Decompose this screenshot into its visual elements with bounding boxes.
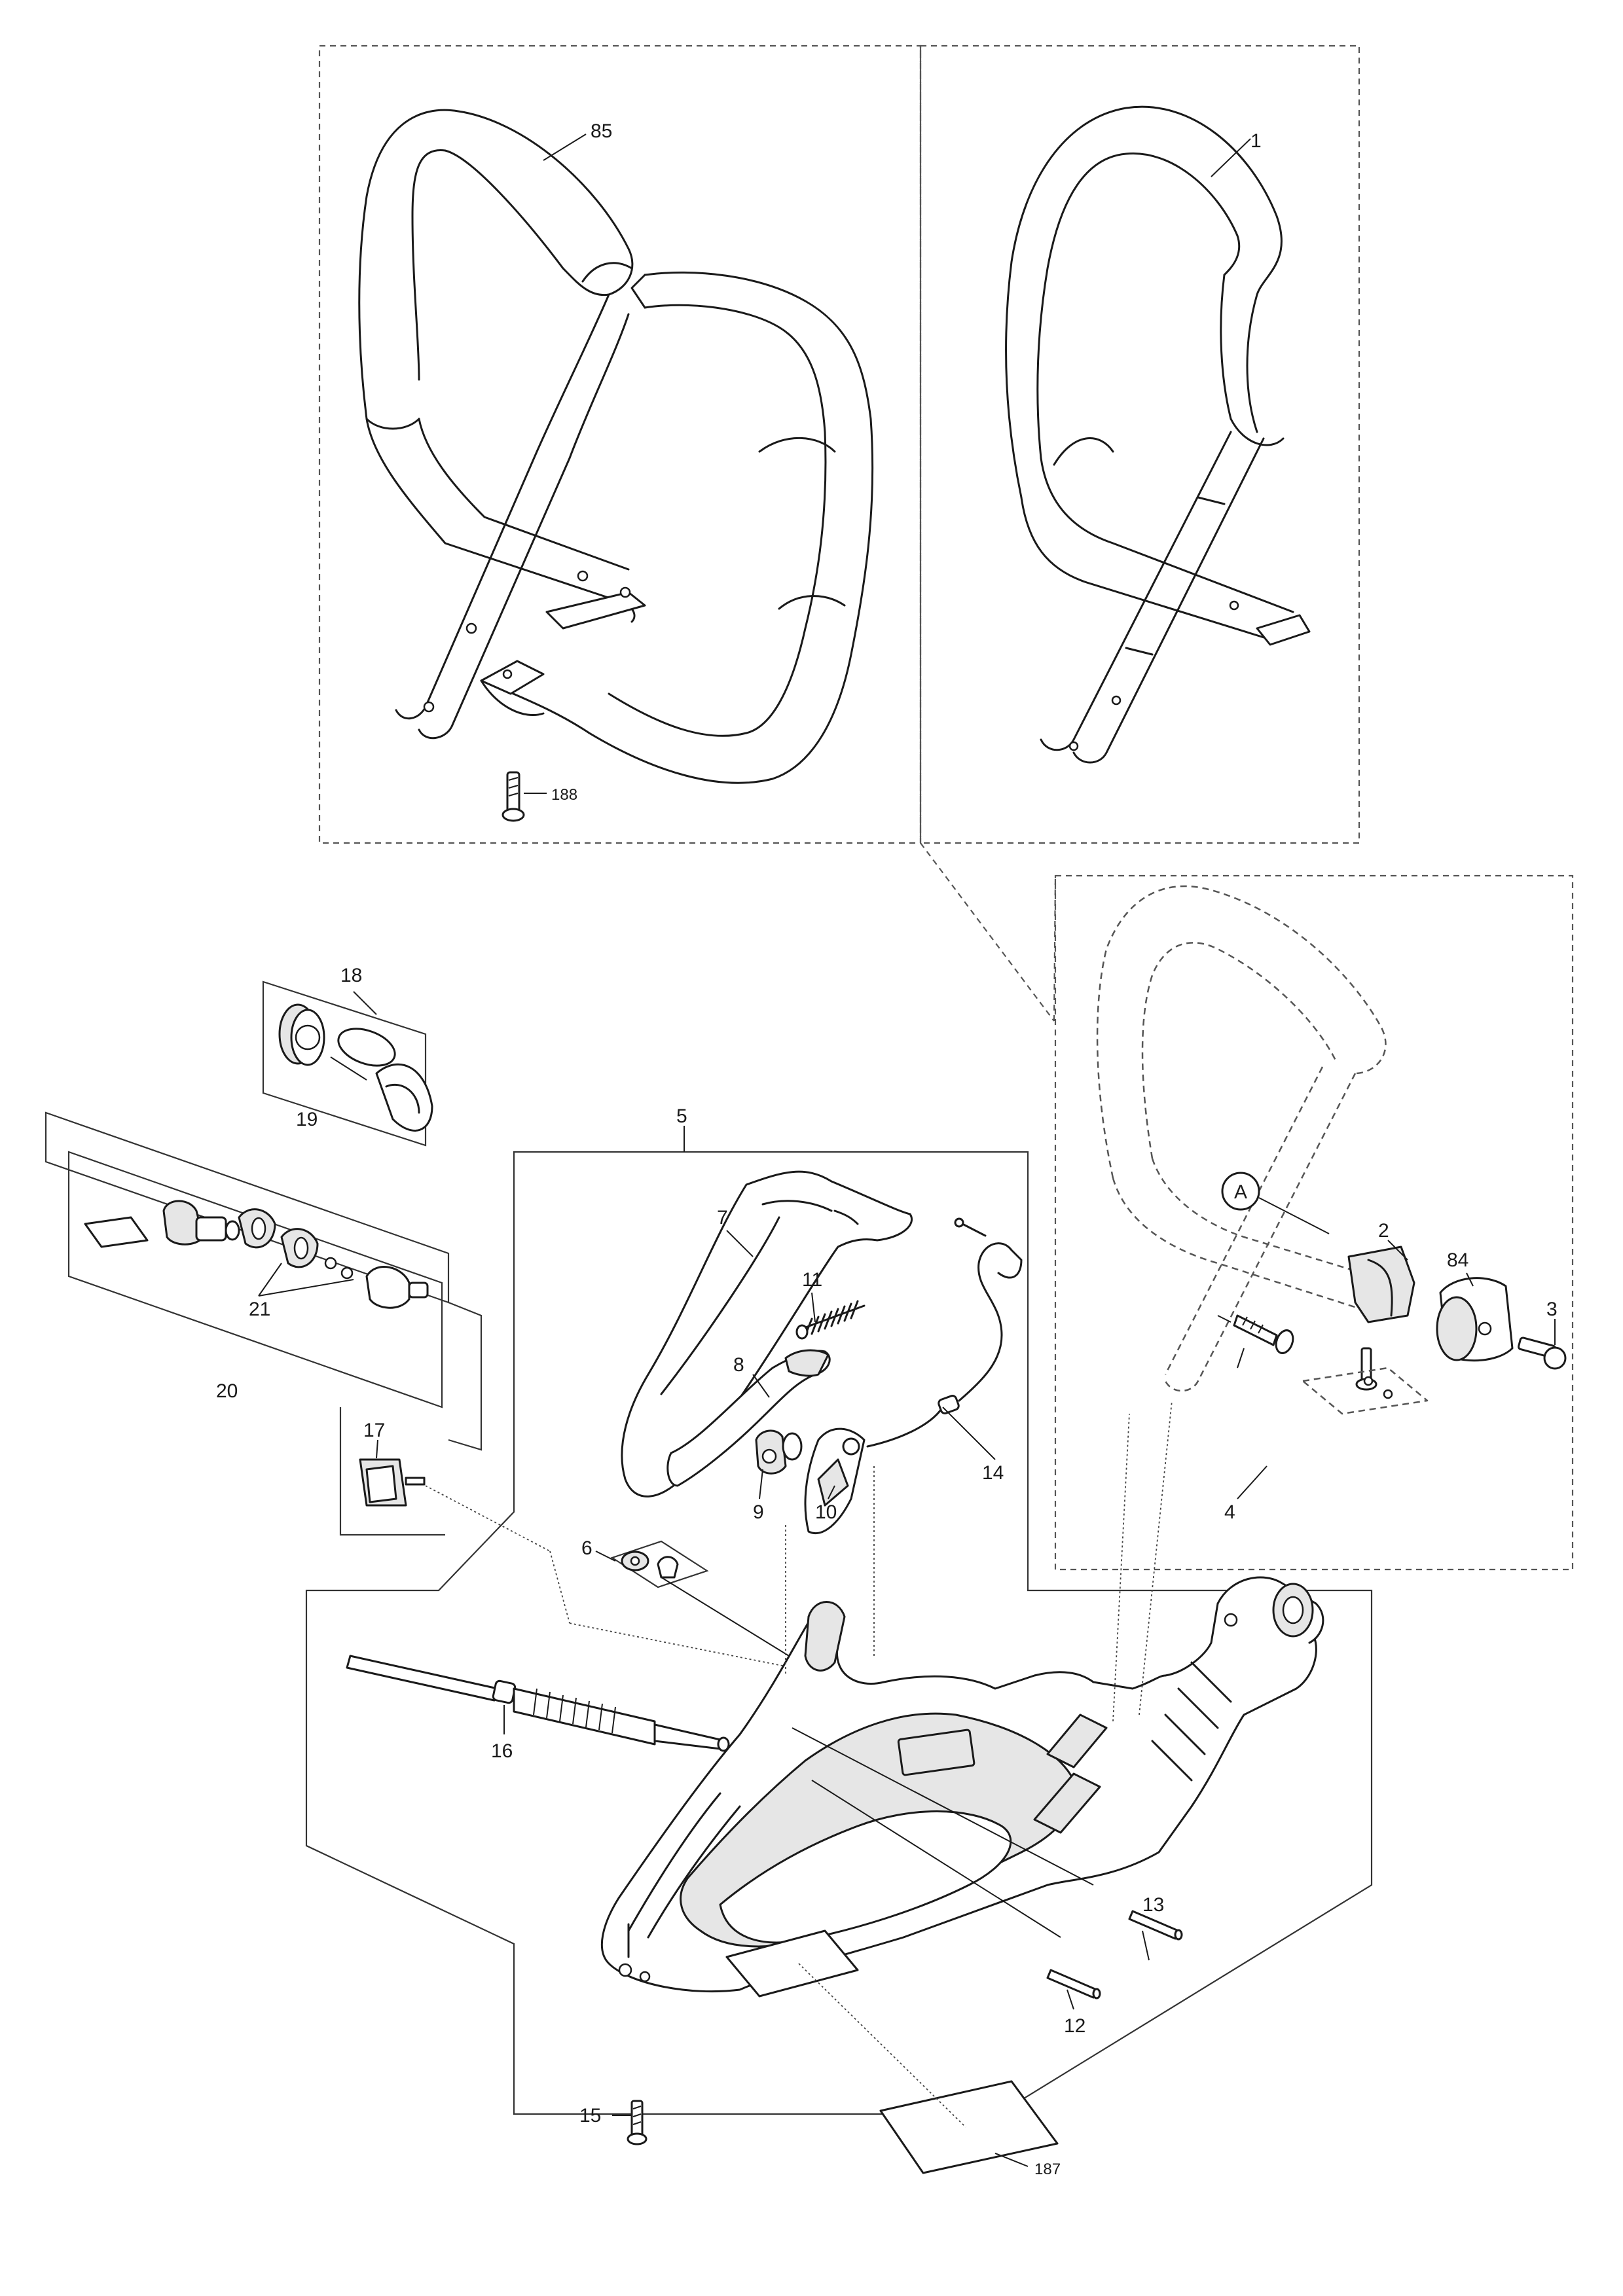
callout-84: 84 (1447, 1249, 1468, 1271)
screw-188 (501, 771, 547, 822)
callout-20: 20 (216, 1380, 238, 1402)
rear-handle-housing (600, 1576, 1324, 1998)
callout-13: 13 (1142, 1894, 1164, 1916)
trigger-10 (804, 1427, 866, 1534)
callout-1: 1 (1250, 130, 1262, 152)
screw-15 (612, 2100, 647, 2145)
bracket-plate (1302, 1367, 1429, 1415)
callout-7: 7 (717, 1207, 728, 1229)
bolt-4 (1217, 1314, 1294, 1369)
handlebar-frames (318, 45, 1574, 1571)
cap-group-18 (262, 980, 433, 1147)
callout-187: 187 (1034, 2161, 1061, 2178)
grommet-6 (610, 1540, 790, 1657)
callout-10: 10 (815, 1501, 837, 1523)
clamp-2 (1347, 1246, 1415, 1323)
callout-8: 8 (733, 1354, 744, 1376)
pin-12 (1046, 1969, 1101, 2000)
callout-3: 3 (1546, 1299, 1558, 1320)
housing-leaders (785, 1400, 1173, 1938)
callout-14: 14 (982, 1462, 1004, 1484)
detail-marker-a: A (1221, 1172, 1330, 1234)
callout-12: 12 (1064, 2015, 1085, 2037)
lever-8 (666, 1349, 831, 1487)
handle-bar-split-85 (358, 109, 874, 784)
callout-188: 188 (551, 786, 577, 804)
callout-18: 18 (340, 965, 362, 986)
spring-11 (795, 1300, 866, 1340)
callout-17: 17 (363, 1420, 385, 1441)
bolt-3 (1518, 1319, 1567, 1370)
handle-bar-1 (1005, 105, 1311, 764)
switch-17 (359, 1458, 799, 1670)
callout-21: 21 (249, 1299, 270, 1320)
label-187 (798, 1963, 1059, 2174)
rod-16 (346, 1655, 730, 1752)
callout-19: 19 (296, 1109, 318, 1130)
callout-6: 6 (581, 1537, 593, 1559)
valve-group-20 (45, 1111, 483, 1451)
callout-leaders (353, 134, 1474, 2010)
ghost-handle (1096, 885, 1395, 1392)
callout-11: 11 (802, 1269, 822, 1291)
callout-2: 2 (1378, 1220, 1389, 1242)
cap-84 (1436, 1277, 1514, 1362)
housing-frame-5 (305, 1126, 1373, 2115)
pin-13 (1128, 1910, 1183, 1941)
callout-5: 5 (676, 1105, 687, 1127)
callout-9: 9 (753, 1501, 764, 1523)
callout-15: 15 (579, 2105, 601, 2126)
bushing-9 (755, 1429, 803, 1475)
callout-16: 16 (491, 1740, 513, 1762)
callout-85: 85 (591, 120, 612, 142)
svg-text:A: A (1234, 1181, 1247, 1203)
callout-4: 4 (1224, 1501, 1235, 1523)
cover-7 (621, 1170, 913, 1498)
cable-14 (866, 1217, 1023, 1460)
